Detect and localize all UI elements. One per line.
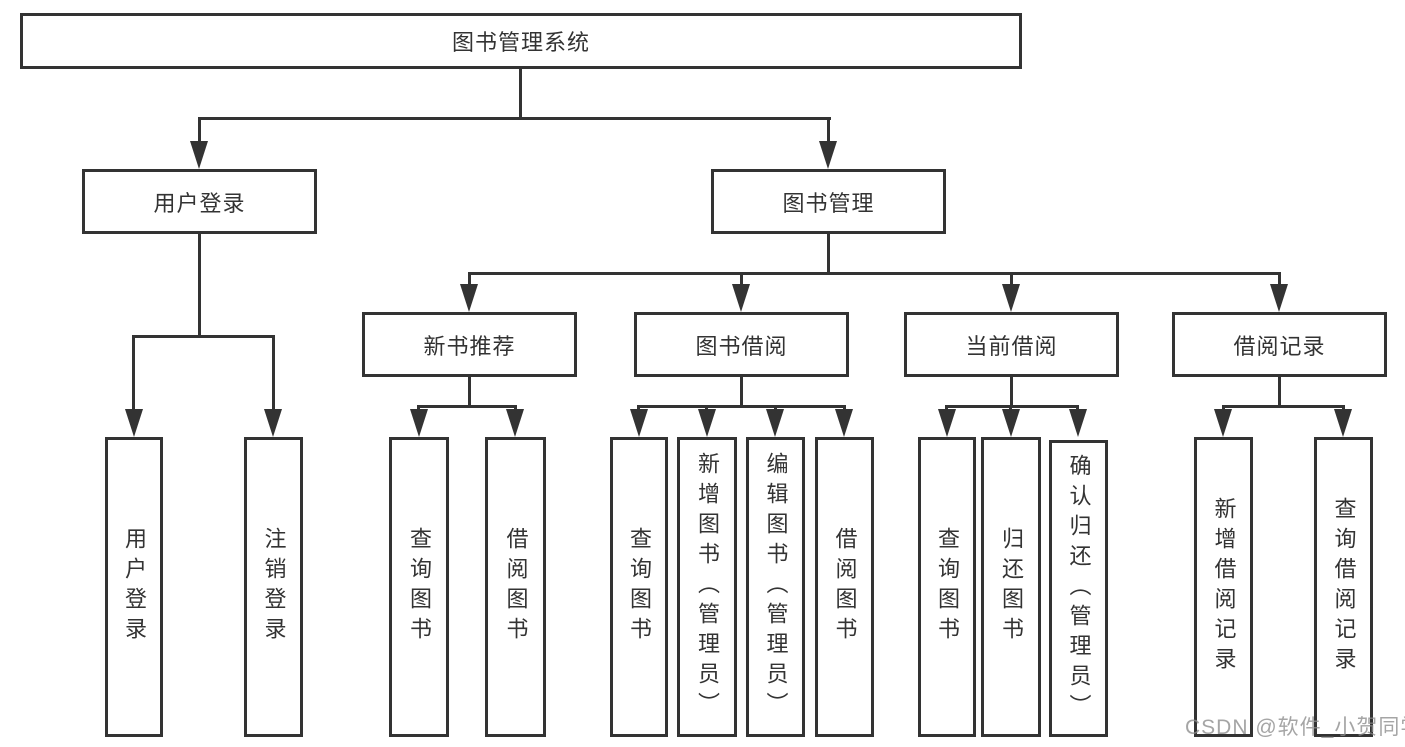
connector-line: [945, 405, 1079, 408]
node-new-book-recommend: 新书推荐: [362, 312, 577, 377]
connector-arrowhead: [125, 409, 143, 437]
node-label: 查询图书: [627, 527, 652, 647]
node-label: 用户登录: [122, 527, 147, 647]
leaf-current-query-book: 查询图书: [918, 437, 976, 737]
node-label: 查询图书: [935, 527, 960, 647]
leaf-record-query: 查询借阅记录: [1314, 437, 1373, 737]
node-label: 编辑图书（管理员）: [763, 452, 789, 722]
connector-line: [740, 377, 743, 408]
leaf-borrow-edit-book-admin: 编辑图书（管理员）: [746, 437, 805, 737]
node-book-management: 图书管理: [711, 169, 946, 234]
connector-line: [468, 272, 1281, 275]
node-label: 借阅图书: [503, 527, 529, 647]
node-label: 图书管理系统: [451, 30, 590, 55]
connector-line: [637, 405, 846, 408]
connector-arrowhead: [410, 409, 428, 437]
connector-arrowhead: [1270, 284, 1288, 312]
connector-arrowhead: [1334, 409, 1352, 437]
node-label: 查询借阅记录: [1331, 497, 1357, 677]
connector-arrowhead: [1214, 409, 1232, 437]
connector-arrowhead: [630, 409, 648, 437]
connector-line: [198, 117, 831, 120]
node-label: 用户登录: [153, 190, 246, 216]
connector-arrowhead: [1069, 409, 1087, 437]
connector-line: [519, 69, 522, 119]
node-label: 当前借阅: [965, 333, 1058, 359]
leaf-current-confirm-return-admin: 确认归还（管理员）: [1049, 440, 1108, 737]
leaf-recommend-query-book: 查询图书: [389, 437, 449, 737]
connector-line: [827, 234, 830, 274]
node-label: 借阅图书: [832, 527, 858, 647]
node-label: 归还图书: [999, 527, 1024, 647]
leaf-logout: 注销登录: [244, 437, 303, 737]
connector-arrowhead: [835, 409, 853, 437]
connector-line: [132, 335, 275, 338]
connector-arrowhead: [190, 141, 208, 169]
leaf-borrow-query-book: 查询图书: [610, 437, 668, 737]
node-label: 图书管理: [782, 190, 875, 216]
node-label: 新增借阅记录: [1211, 497, 1237, 677]
connector-line: [417, 405, 517, 408]
connector-arrowhead: [506, 409, 524, 437]
connector-line: [740, 274, 743, 285]
leaf-borrow-add-book-admin: 新增图书（管理员）: [677, 437, 737, 737]
connector-line: [198, 234, 201, 337]
node-label: 新书推荐: [423, 333, 516, 359]
connector-line: [1278, 274, 1281, 285]
connector-arrowhead: [264, 409, 282, 437]
connector-line: [1010, 274, 1013, 285]
connector-arrowhead: [819, 141, 837, 169]
connector-arrowhead: [938, 409, 956, 437]
connector-line: [1010, 377, 1013, 408]
node-label: 注销登录: [261, 527, 287, 647]
connector-arrowhead: [766, 409, 784, 437]
node-user-login: 用户登录: [82, 169, 317, 234]
connector-arrowhead: [460, 284, 478, 312]
node-label: 查询图书: [407, 527, 432, 647]
connector-line: [132, 337, 135, 411]
node-label: 图书借阅: [695, 333, 788, 359]
leaf-borrow-borrow-book: 借阅图书: [815, 437, 874, 737]
node-book-borrow: 图书借阅: [634, 312, 849, 377]
node-borrow-record: 借阅记录: [1172, 312, 1387, 377]
leaf-record-add: 新增借阅记录: [1194, 437, 1253, 737]
connector-arrowhead: [1002, 409, 1020, 437]
node-current-borrow: 当前借阅: [904, 312, 1119, 377]
connector-line: [468, 377, 471, 408]
connector-line: [1278, 377, 1281, 408]
connector-arrowhead: [1002, 284, 1020, 312]
connector-line: [272, 337, 275, 411]
leaf-recommend-borrow-book: 借阅图书: [485, 437, 546, 737]
connector-line: [468, 274, 471, 285]
connector-line: [1222, 405, 1345, 408]
node-library-management-system: 图书管理系统: [20, 13, 1022, 69]
connector-arrowhead: [732, 284, 750, 312]
leaf-current-return-book: 归还图书: [981, 437, 1041, 737]
node-label: 新增图书（管理员）: [695, 452, 720, 722]
csdn-watermark: CSDN @软件_小贺同学: [1185, 716, 1405, 739]
connector-line: [198, 119, 201, 142]
connector-arrowhead: [698, 409, 716, 437]
leaf-user-login: 用户登录: [105, 437, 163, 737]
node-label: 确认归还（管理员）: [1066, 453, 1092, 724]
connector-line: [827, 119, 830, 142]
node-label: 借阅记录: [1233, 333, 1326, 359]
